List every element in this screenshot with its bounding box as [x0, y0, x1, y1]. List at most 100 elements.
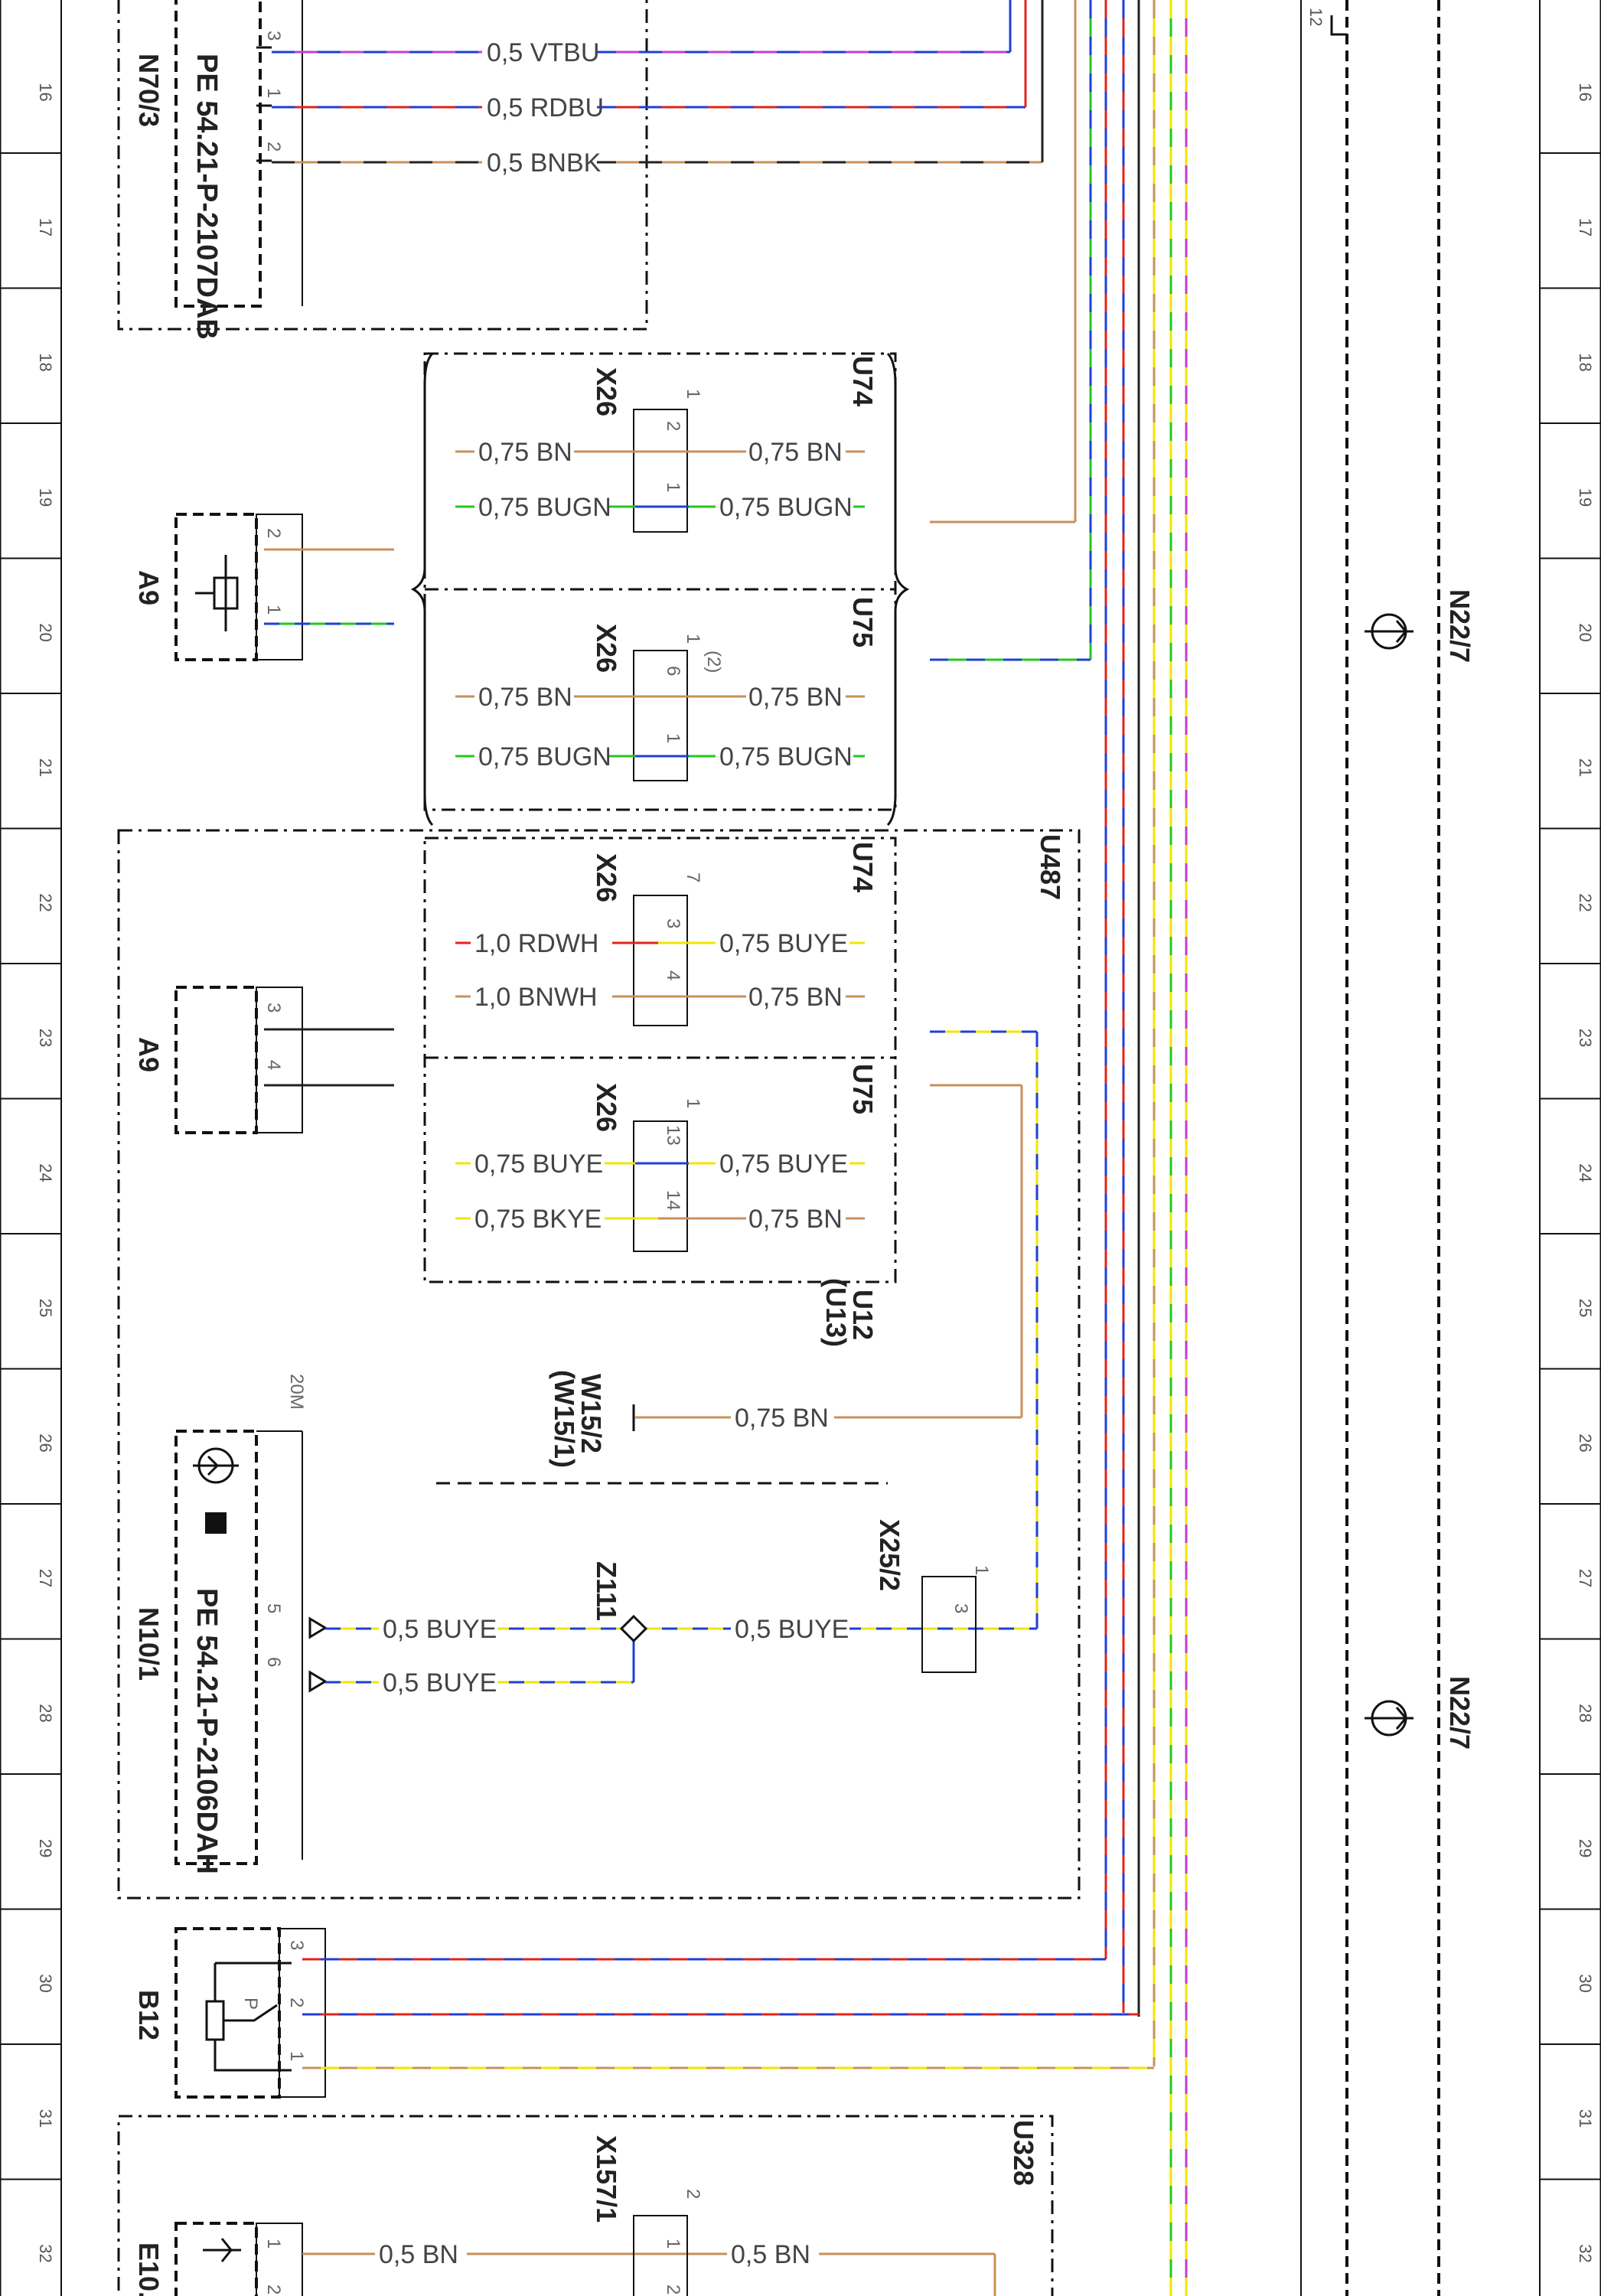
w15-1-label: (W15/1) — [549, 1370, 580, 1468]
u74-label: U74 — [847, 842, 879, 892]
pin-label: 3 — [263, 1003, 284, 1013]
grid-tick-label: 21 — [36, 758, 55, 777]
pin-label: 12 — [1306, 8, 1325, 26]
wire-label: 0,75 BUGN — [478, 742, 611, 771]
pin-label: 1 — [683, 389, 703, 399]
grid-tick-label: 26 — [1576, 1433, 1595, 1452]
grid-tick-label: 29 — [1576, 1839, 1595, 1857]
grid-tick-label: 23 — [1576, 1029, 1595, 1047]
pin-label: 5 — [263, 1603, 284, 1613]
grid-tick-label: 22 — [1576, 893, 1595, 912]
n22-7-panel: 12 N22/7 N22/7 — [1300, 0, 1475, 2296]
a9-name: A9 — [133, 570, 165, 605]
wire-label: 0,5 VTBU — [487, 38, 599, 67]
u487-block: U487 U74 U75 U12 (U13) X26 7 3 4 1,0 RDW… — [117, 829, 1081, 1900]
wire-label: 0,5 BUYE — [383, 1668, 497, 1698]
grid-tick-label: 18 — [36, 353, 55, 371]
pin-label: 3 — [663, 918, 683, 928]
pin-label: 3 — [263, 31, 284, 41]
grid-tick-label: 19 — [36, 488, 55, 507]
wire-label: 0,75 BUGN — [719, 493, 853, 522]
right-grid-rail — [1539, 0, 1601, 2296]
pin-label: 13 — [663, 1125, 683, 1146]
grid-tick-label: 17 — [36, 218, 55, 236]
pin-label: 14 — [663, 1190, 683, 1211]
pin-label: 1 — [663, 733, 683, 743]
pin-label: 6 — [663, 666, 683, 676]
pin-label: 6 — [263, 1657, 284, 1667]
grid-tick-label: 24 — [1576, 1163, 1595, 1182]
pin-label: 1 — [663, 2239, 683, 2249]
b12-block: B12 P 3 2 1 — [133, 1927, 1154, 2099]
a9-top-block: A9 2 1 — [133, 513, 394, 661]
hand-pointer-icon — [205, 1512, 227, 1534]
u487-label: U487 — [1035, 834, 1066, 900]
grid-tick-label: 20 — [1576, 623, 1595, 641]
sensor-icon — [193, 1447, 239, 1484]
pin-label: 1 — [263, 605, 284, 615]
grid-tick-label: 21 — [1576, 758, 1595, 777]
pin-label: 7 — [683, 872, 703, 882]
grid-tick-label: 32 — [36, 2244, 55, 2262]
n10-1-name: N10/1 — [133, 1607, 165, 1681]
grid-tick-label: 23 — [36, 1029, 55, 1047]
x26-label: X26 — [591, 624, 622, 673]
vertical-bus — [930, 0, 1188, 2296]
wire-label: 0,75 BKYE — [474, 1205, 602, 1234]
note-label: (2) — [703, 651, 724, 673]
wire-label: 0,75 BUYE — [719, 929, 848, 958]
pin-label: 2 — [286, 1998, 307, 2007]
grid-tick-label: 27 — [36, 1569, 55, 1587]
u328-label: U328 — [1008, 2120, 1039, 2186]
wire-label: 0,75 BN — [735, 1404, 829, 1433]
sensor-icon — [1365, 1700, 1414, 1737]
x26-label: X26 — [591, 367, 622, 416]
a9-name: A9 — [133, 1037, 165, 1072]
u13-label: (U13) — [820, 1278, 852, 1347]
wire-label: 0,75 BN — [478, 438, 572, 467]
n10-1-pe: PE 54.21-P-2106DAH — [191, 1588, 223, 1874]
splice-icon — [619, 1614, 648, 1643]
b12-symbol: P — [240, 1998, 261, 2010]
grid-tick-label: 31 — [1576, 2109, 1595, 2128]
pin-label: 2 — [263, 528, 284, 538]
x26-label: X26 — [591, 1083, 622, 1132]
u328-block: U328 E10. 1 2 0,5 BN 0,5 BN X157/1 2 1 2 — [117, 2115, 1054, 2296]
u75-label: U75 — [847, 1064, 879, 1114]
wire-label: 0,75 BUYE — [719, 1150, 848, 1179]
sensor-icon — [1365, 613, 1414, 650]
pin-label: 3 — [950, 1603, 971, 1613]
grid-tick-label: 30 — [1576, 1974, 1595, 1992]
pressure-sensor-icon: P — [205, 1962, 292, 2072]
z111-label: Z111 — [591, 1561, 622, 1621]
left-grid-rail — [0, 0, 62, 2296]
wire-label: 0,5 RDBU — [487, 93, 604, 122]
u75-label: U75 — [847, 597, 879, 647]
wire-label: 0,5 BNBK — [487, 148, 602, 178]
grid-tick-label: 22 — [36, 893, 55, 912]
pin-label: 1 — [263, 2239, 284, 2249]
grid-tick-label: 30 — [36, 1974, 55, 1992]
x26-label: X26 — [591, 853, 622, 902]
pin-label: 1 — [263, 88, 284, 98]
grid-tick-label: 25 — [36, 1299, 55, 1317]
wire-label: 0,5 BUYE — [383, 1615, 497, 1644]
grid-tick-label: 32 — [1576, 2244, 1595, 2262]
pin-label: 3 — [286, 1940, 307, 1950]
pin-label: 2 — [683, 2189, 703, 2199]
wire-label: 1,0 BNWH — [474, 983, 598, 1012]
pin-label: 2 — [663, 421, 683, 431]
pin-label: 2 — [663, 2285, 683, 2294]
wire-label: 0,5 BN — [379, 2240, 458, 2269]
grid-tick-label: 17 — [1576, 218, 1595, 236]
grid-tick-label: 28 — [36, 1704, 55, 1722]
section-label: 20M — [286, 1374, 307, 1410]
wire-label: 0,75 BUGN — [719, 742, 853, 771]
wire-label: 1,0 RDWH — [474, 929, 598, 958]
grid-tick-label: 16 — [36, 83, 55, 101]
n70-3-name: N70/3 — [133, 54, 165, 127]
u74-label: U74 — [847, 356, 879, 406]
grid-tick-label: 20 — [36, 623, 55, 641]
